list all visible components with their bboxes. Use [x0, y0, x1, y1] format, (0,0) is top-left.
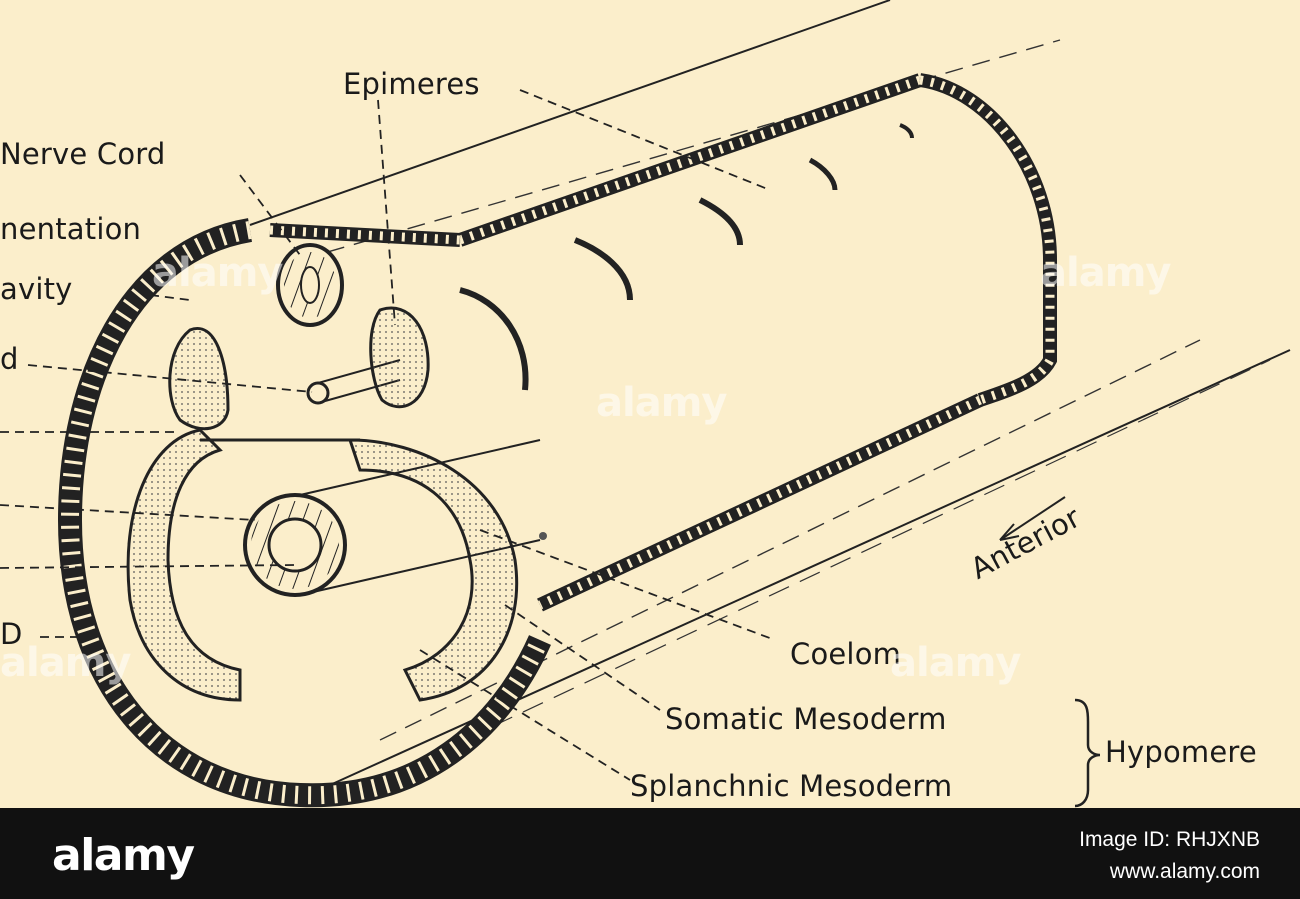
watermark: alamy	[0, 640, 131, 686]
ectoderm-ring-hatch	[60, 221, 549, 805]
embryo-cross-section-figure: Epimeres Nerve Cord nentation avity d D …	[0, 0, 1291, 808]
label-bottom-fragment: D	[0, 617, 23, 651]
hypomere-brace	[1074, 698, 1101, 808]
tube-outer-top	[249, 0, 891, 226]
watermark: alamy	[1040, 250, 1171, 296]
epimere-left	[168, 326, 230, 431]
label-splanchnic-mesoderm: Splanchnic Mesoderm	[630, 769, 953, 803]
inner-tube-right-hatch	[919, 75, 1055, 405]
inner-tube-right	[918, 73, 1057, 407]
tube-dashed-line-3	[399, 359, 1271, 771]
leader-nerve-cord	[239, 174, 301, 256]
somite-slit	[899, 123, 914, 139]
label-coelom: Coelom	[790, 637, 902, 671]
label-hypomere: Hypomere	[1105, 735, 1257, 769]
hypomere-right	[347, 438, 519, 702]
leader-left-3	[0, 564, 296, 569]
label-cavity-fragment: avity	[0, 272, 73, 306]
nerve-cord-canal	[300, 266, 320, 304]
watermark: alamy	[152, 250, 283, 296]
label-epimeres: Epimeres	[343, 67, 480, 101]
image-id: Image ID: RHJXNB	[1079, 828, 1260, 851]
hypomere-left	[126, 428, 242, 702]
somite-slit	[459, 287, 529, 391]
leader-left-2	[0, 504, 256, 521]
inner-tube-top-hatch	[458, 75, 922, 245]
alamy-logo[interactable]: alamy	[52, 830, 195, 881]
inner-tube-bottom-hatch	[538, 395, 982, 610]
somite-slit	[698, 197, 743, 246]
anterior-arrow	[999, 496, 1066, 541]
leader-epimeres-2	[377, 99, 396, 326]
anterior-arrowhead	[999, 523, 1020, 541]
watermark: alamy	[890, 640, 1021, 686]
label-somatic-mesoderm: Somatic Mesoderm	[665, 702, 947, 736]
inner-top-connector	[269, 223, 461, 247]
site-url[interactable]: www.alamy.com	[1109, 860, 1260, 883]
leader-rod	[27, 364, 313, 393]
leader-somatic	[504, 604, 661, 711]
leader-coelom	[479, 529, 776, 641]
leader-splanchnic	[419, 649, 631, 781]
embryo-tube-drawing	[0, 0, 1291, 808]
stray-dot	[539, 532, 547, 540]
label-nerve-cord: Nerve Cord	[0, 137, 166, 171]
somite-slit	[808, 157, 838, 191]
gut-tube	[299, 439, 541, 596]
somite-slit	[573, 237, 633, 301]
label-rod-fragment: d	[0, 342, 19, 376]
gut-lumen	[267, 517, 323, 573]
footer-bar: alamy Image ID: RHJXNB www.alamy.com	[0, 808, 1300, 899]
leader-cavity	[149, 294, 191, 301]
watermark: alamy	[596, 380, 727, 426]
label-segmentation-fragment: nentation	[0, 212, 142, 246]
epimere-right	[369, 306, 430, 409]
